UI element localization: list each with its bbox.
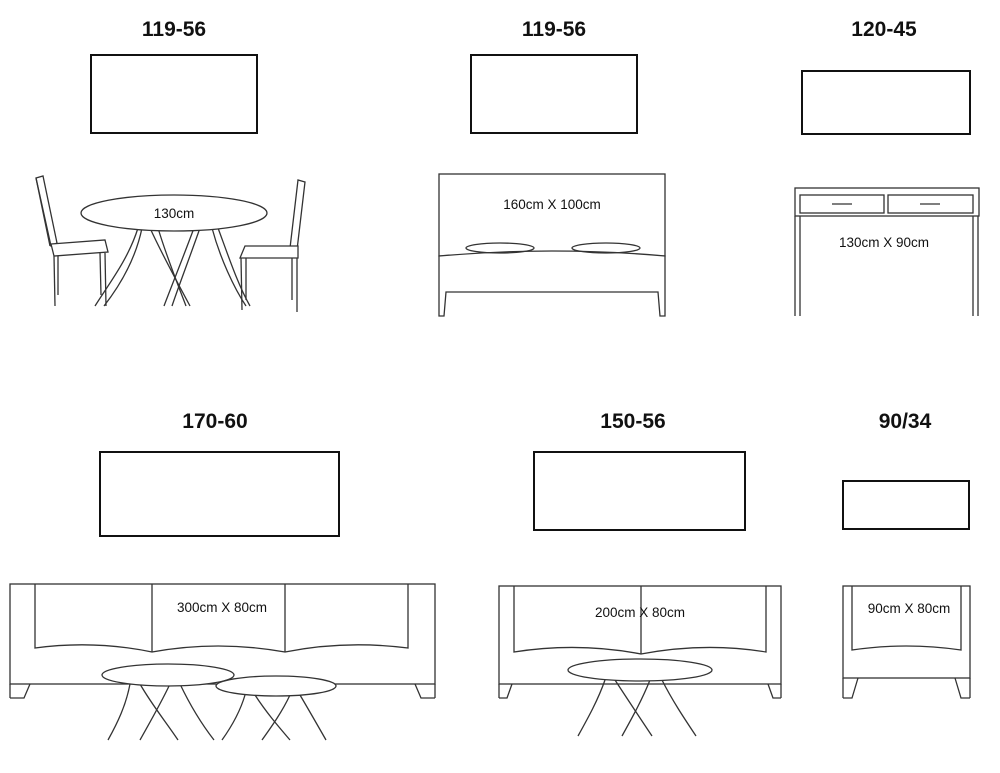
size-title-dining: 119-56	[142, 18, 206, 41]
console-table-icon: 130cm X 90cm	[794, 187, 980, 316]
round-table-icon	[215, 675, 337, 741]
sofa-icon: 200cm X 80cm	[498, 585, 782, 699]
chair-icon	[35, 175, 109, 307]
chair-icon	[239, 179, 306, 312]
artwork-dining	[90, 54, 258, 134]
dimension-label-armchair: 90cm X 80cm	[868, 601, 951, 616]
dimension-label-sofa-medium: 200cm X 80cm	[595, 605, 685, 620]
artwork-bed	[470, 54, 638, 134]
artwork-sofa-large	[99, 451, 340, 537]
dining-set: 130cm	[35, 175, 306, 312]
artwork-sofa-medium	[533, 451, 746, 531]
size-title-console: 120-45	[851, 18, 917, 41]
dimension-label-console: 130cm X 90cm	[839, 235, 929, 250]
dimension-label-sofa-large: 300cm X 80cm	[177, 600, 267, 615]
dimension-label-bed: 160cm X 100cm	[503, 197, 601, 212]
size-title-armchair: 90/34	[879, 410, 932, 433]
dimension-label-dining: 130cm	[154, 206, 195, 221]
round-table-icon	[101, 663, 235, 741]
size-title-bed: 119-56	[522, 18, 586, 41]
round-table-icon	[80, 194, 268, 307]
size-title-sofa-large: 170-60	[182, 410, 247, 433]
bed-icon: 160cm X 100cm	[438, 173, 666, 317]
sofa-icon: 90cm X 80cm	[842, 585, 971, 699]
size-title-sofa-medium: 150-56	[600, 410, 665, 433]
artwork-console	[801, 70, 971, 135]
round-table-icon	[567, 658, 713, 737]
artwork-armchair	[842, 480, 970, 530]
